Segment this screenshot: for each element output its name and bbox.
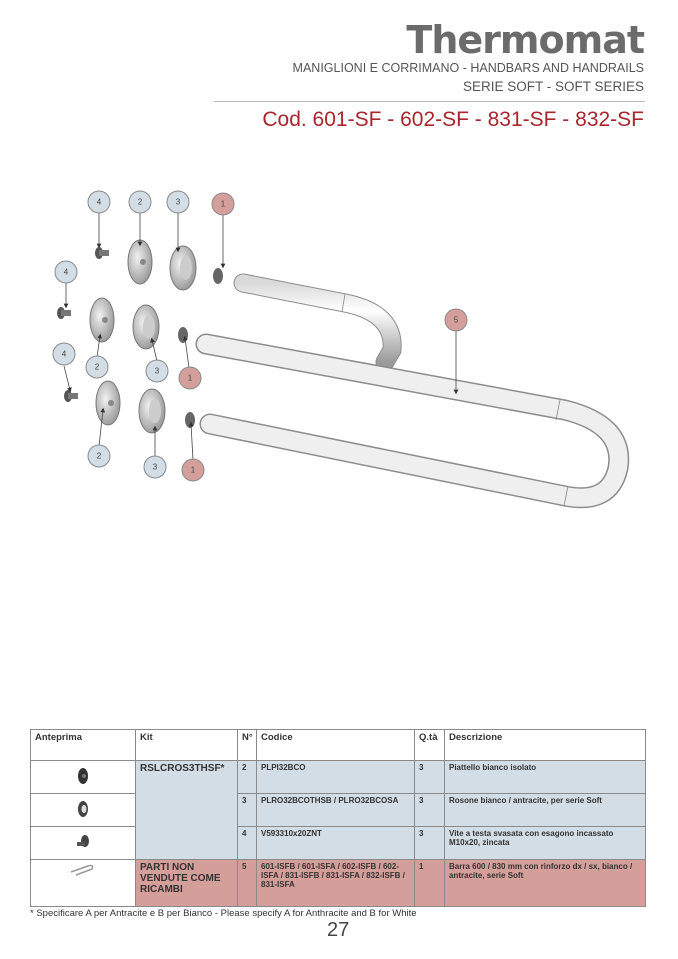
header-divider <box>214 101 645 102</box>
callout-bubble: 2 <box>85 355 109 379</box>
part-number: 3 <box>237 793 257 827</box>
callout-bubble: 2 <box>87 444 111 468</box>
screw-thumbnail <box>30 826 136 860</box>
callout-bubble: 2 <box>128 190 152 214</box>
rosette-part <box>132 304 160 350</box>
part-number: 4 <box>237 826 257 860</box>
insert-part <box>178 327 188 343</box>
table-row: 4 V593310x20ZNT 3 Vite a testa svasata c… <box>30 826 646 860</box>
insert-part <box>185 412 195 428</box>
kit-name: RSLCROS3THSF* <box>135 760 238 860</box>
part-number: 5 <box>237 859 257 907</box>
parts-table: Anteprima Kit N° Codice Q.tà Descrizione… <box>30 729 646 907</box>
rosette-part <box>169 245 197 291</box>
leader-lines <box>63 213 459 461</box>
handrail-bar <box>195 273 630 509</box>
table-header-row: Anteprima Kit N° Codice Q.tà Descrizione <box>30 729 646 761</box>
series-title: SERIE SOFT - SOFT SERIES <box>462 79 644 94</box>
part-description: Barra 600 / 830 mm con rinforzo dx / sx,… <box>444 859 646 907</box>
part-quantity: 3 <box>414 793 445 827</box>
callout-bubble: 3 <box>166 190 190 214</box>
callout-bubble: 5 <box>444 308 468 332</box>
bar-thumbnail <box>30 859 136 907</box>
callout-bubble: 3 <box>143 455 167 479</box>
part-code: V593310x20ZNT <box>256 826 415 860</box>
plate-part <box>95 380 121 426</box>
svg-text:3: 3 <box>153 463 158 472</box>
svg-text:5: 5 <box>454 316 459 325</box>
svg-text:1: 1 <box>191 466 196 475</box>
table-row: RSLCROS3THSF* 2 PLPI32BCO 3 Piattello bi… <box>30 760 646 860</box>
header-number: N° <box>237 729 257 761</box>
rosette-part <box>138 388 166 434</box>
svg-text:2: 2 <box>97 452 102 461</box>
part-description: Piattello bianco isolato <box>444 760 646 794</box>
header-preview: Anteprima <box>30 729 136 761</box>
plate-part <box>127 239 153 285</box>
product-codes: Cod. 601-SF - 602-SF - 831-SF - 832-SF <box>262 108 644 131</box>
page-number: 27 <box>327 919 350 941</box>
plate-part <box>89 297 115 343</box>
callout-bubble: 4 <box>52 342 76 366</box>
callout-bubble: 1 <box>178 366 202 390</box>
header-quantity: Q.tà <box>414 729 445 761</box>
header-description: Descrizione <box>444 729 646 761</box>
svg-text:4: 4 <box>97 198 102 207</box>
header-code: Codice <box>256 729 415 761</box>
not-sold-label: PARTI NON VENDUTE COME RICAMBI <box>135 859 238 907</box>
footnote: * Specificare A per Antracite e B per Bi… <box>30 908 417 919</box>
brand-logo: Thermomat <box>406 18 645 62</box>
svg-text:3: 3 <box>176 198 181 207</box>
catalog-section-title: MANIGLIONI E CORRIMANO - HANDBARS AND HA… <box>292 61 644 75</box>
part-description: Vite a testa svasata con esagono incassa… <box>444 826 646 860</box>
part-code: PLRO32BCOTHSB / PLRO32BCOSA <box>256 793 415 827</box>
svg-text:2: 2 <box>95 363 100 372</box>
part-description: Rosone bianco / antracite, per serie Sof… <box>444 793 646 827</box>
part-code: 601-ISFB / 601-ISFA / 602-ISFB / 602-ISF… <box>256 859 415 907</box>
callout-bubble: 4 <box>54 260 78 284</box>
part-quantity: 3 <box>414 760 445 794</box>
svg-text:3: 3 <box>155 367 160 376</box>
callout-bubble: 3 <box>145 359 169 383</box>
insert-part <box>213 268 223 284</box>
table-row: 3 PLRO32BCOTHSB / PLRO32BCOSA 3 Rosone b… <box>30 793 646 827</box>
screw-part <box>64 390 78 402</box>
svg-text:1: 1 <box>221 200 226 209</box>
svg-text:4: 4 <box>62 350 67 359</box>
part-quantity: 1 <box>414 859 445 907</box>
screw-part <box>95 247 109 259</box>
exploded-diagram: 4 2 3 1 4 2 3 1 4 2 3 1 5 <box>52 190 630 509</box>
callout-bubble: 4 <box>87 190 111 214</box>
plate-thumbnail <box>30 760 136 794</box>
part-quantity: 3 <box>414 826 445 860</box>
screw-part <box>57 307 71 319</box>
part-code: PLPI32BCO <box>256 760 415 794</box>
svg-text:4: 4 <box>64 268 69 277</box>
svg-text:2: 2 <box>138 198 143 207</box>
svg-text:1: 1 <box>188 374 193 383</box>
table-row: PARTI NON VENDUTE COME RICAMBI 5 601-ISF… <box>30 859 646 907</box>
part-number: 2 <box>237 760 257 794</box>
callout-bubble: 1 <box>181 458 205 482</box>
rosette-thumbnail <box>30 793 136 827</box>
callout-bubble: 1 <box>211 192 235 216</box>
header-kit: Kit <box>135 729 238 761</box>
